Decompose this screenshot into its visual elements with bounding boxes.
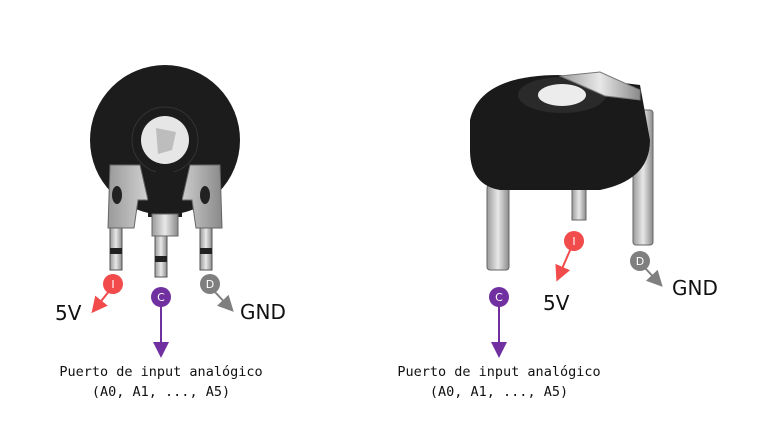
left-description: Puerto de input analógico (A0, A1, ..., … bbox=[11, 362, 311, 402]
pin-d-badge bbox=[630, 251, 650, 271]
description-line1: Puerto de input analógico bbox=[397, 364, 601, 380]
left-pin-annotations: I C D bbox=[91, 274, 234, 358]
right-description: Puerto de input analógico (A0, A1, ..., … bbox=[349, 362, 649, 402]
pin-d-letter: D bbox=[206, 278, 214, 291]
right-label-5v: 5V bbox=[543, 291, 570, 315]
potentiometer-front-photo bbox=[90, 65, 240, 278]
description-line1: Puerto de input analógico bbox=[59, 364, 263, 380]
potentiometer-angled-photo bbox=[470, 71, 654, 271]
right-label-gnd: GND bbox=[672, 276, 718, 300]
left-label-gnd: GND bbox=[240, 300, 286, 324]
pin-c-letter: C bbox=[157, 291, 165, 304]
pin-c-badge bbox=[489, 287, 509, 307]
description-line2: (A0, A1, ..., A5) bbox=[91, 384, 231, 400]
description-line2: (A0, A1, ..., A5) bbox=[429, 384, 569, 400]
pin-i-badge bbox=[103, 274, 123, 294]
pin-i-letter: I bbox=[111, 278, 114, 291]
pin-c-badge bbox=[151, 287, 171, 307]
pin-d-badge bbox=[200, 274, 220, 294]
pin-d-letter: D bbox=[636, 255, 644, 268]
right-pin-annotations: I C D bbox=[489, 231, 663, 358]
pin-c-letter: C bbox=[495, 291, 503, 304]
pin-i-badge bbox=[564, 231, 584, 251]
left-label-5v: 5V bbox=[55, 301, 82, 325]
pin-i-letter: I bbox=[572, 235, 575, 248]
